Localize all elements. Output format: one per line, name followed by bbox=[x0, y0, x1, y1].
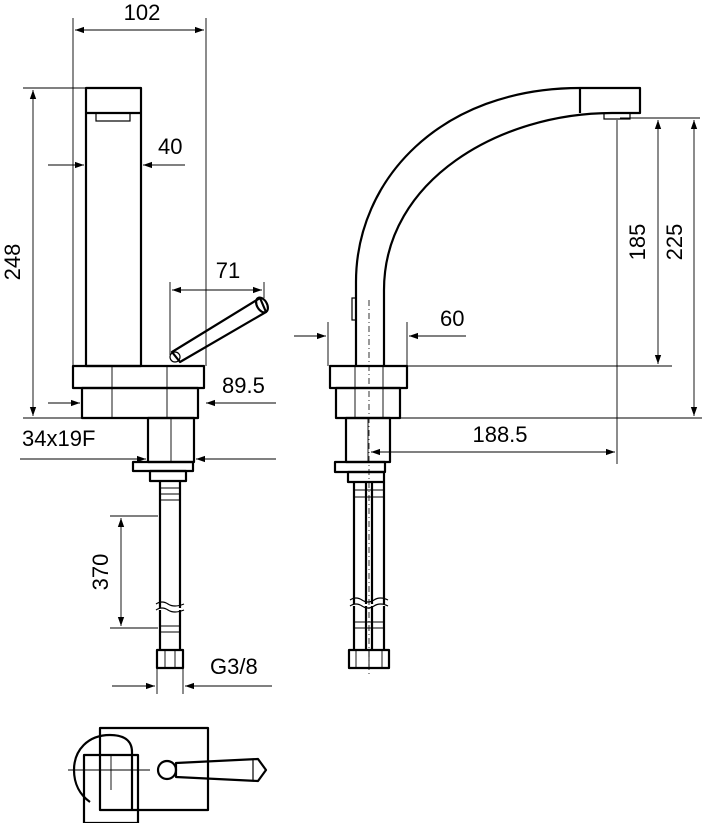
side-base-body bbox=[334, 386, 402, 420]
dim-34x19f: 34x19F bbox=[22, 426, 95, 451]
dim-225: 225 bbox=[662, 224, 687, 261]
dim-60: 60 bbox=[440, 306, 464, 331]
top-base-outline bbox=[98, 726, 210, 812]
dim-188-5: 188.5 bbox=[472, 422, 527, 447]
top-view bbox=[68, 726, 268, 823]
side-view bbox=[328, 86, 642, 674]
dim-185: 185 bbox=[625, 224, 650, 261]
front-hose-connector bbox=[155, 648, 185, 670]
top-lever-hub bbox=[156, 759, 178, 781]
side-curved-spout bbox=[354, 86, 642, 366]
front-flexible-hose bbox=[155, 481, 185, 670]
front-base-body bbox=[80, 386, 200, 420]
dim-40: 40 bbox=[158, 134, 182, 159]
dim-102: 102 bbox=[124, 0, 161, 25]
front-base-plate bbox=[71, 364, 206, 390]
dim-89-5: 89.5 bbox=[222, 373, 265, 398]
side-lever-stub bbox=[351, 297, 357, 321]
dim-370: 370 bbox=[88, 554, 113, 591]
side-aerator bbox=[603, 112, 631, 120]
side-fixing-nut bbox=[333, 460, 387, 474]
dim-248: 248 bbox=[0, 244, 25, 281]
dim-71: 71 bbox=[216, 258, 240, 283]
dim-g3-8: G3/8 bbox=[210, 654, 258, 679]
side-view-dimensions: 185 225 60 188.5 bbox=[294, 117, 702, 464]
front-view bbox=[71, 86, 269, 670]
front-lever bbox=[169, 296, 269, 364]
side-flexible-hoses bbox=[347, 482, 391, 670]
front-aerator bbox=[95, 112, 131, 122]
top-spout-outline bbox=[72, 733, 134, 810]
front-view-dimensions: 102 40 248 71 89.5 34x19F 370 G3/8 bbox=[0, 0, 276, 694]
side-base-plate bbox=[328, 364, 409, 390]
top-lever bbox=[174, 757, 268, 783]
front-spout-column bbox=[84, 86, 143, 368]
front-fixing-nut bbox=[131, 460, 195, 473]
